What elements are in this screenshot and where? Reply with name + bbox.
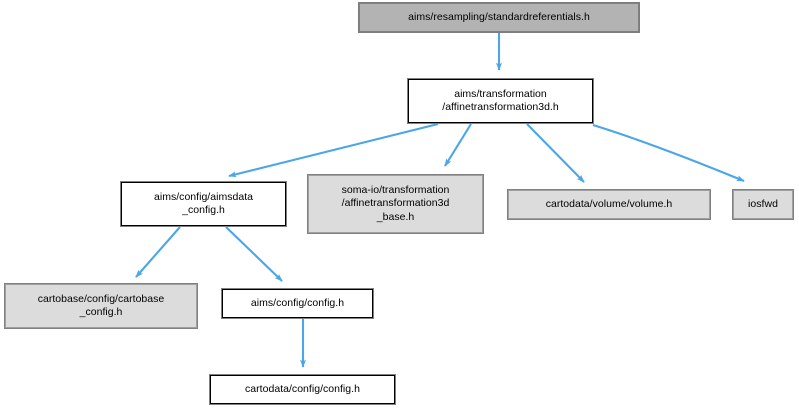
node-label: aims/config/aimsdata _config.h (153, 190, 254, 217)
node-label: cartodata/config/config.h (245, 382, 360, 395)
node-affinetransformation3d-base[interactable]: soma-io/transformation /affinetransforma… (307, 174, 484, 234)
node-cartodata-config[interactable]: cartodata/config/config.h (209, 374, 396, 405)
node-label: cartobase/config/cartobase _config.h (37, 292, 165, 319)
node-label: soma-io/transformation /affinetransforma… (341, 183, 450, 223)
edge-affinetransformation3d-to-affinetransformation3d-base (444, 123, 472, 167)
node-label: aims/resampling/standardreferentials.h (408, 10, 590, 23)
node-aimsdata-config[interactable]: aims/config/aimsdata _config.h (120, 181, 287, 227)
node-aims-config[interactable]: aims/config/config.h (221, 288, 374, 319)
node-cartobase-config[interactable]: cartobase/config/cartobase _config.h (4, 283, 198, 329)
node-label: aims/config/config.h (250, 296, 345, 309)
edge-aimsdata-config-to-aims-config (225, 226, 283, 282)
node-iosfwd[interactable]: iosfwd (732, 189, 794, 220)
node-label: cartodata/volume/volume.h (545, 197, 673, 210)
edge-affinetransformation3d-to-iosfwd (592, 123, 745, 182)
edge-affinetransformation3d-to-aimsdata-config (228, 122, 439, 178)
edge-affinetransformation3d-to-volume (526, 123, 585, 183)
node-standardreferentials[interactable]: aims/resampling/standardreferentials.h (358, 2, 640, 33)
node-label: iosfwd (748, 197, 778, 210)
edge-aimsdata-config-to-cartobase-config (135, 226, 181, 278)
node-label: aims/transformation /affinetransformatio… (442, 87, 559, 114)
node-cartodata-volume-volume[interactable]: cartodata/volume/volume.h (507, 189, 711, 220)
node-affinetransformation3d[interactable]: aims/transformation /affinetransformatio… (407, 78, 594, 124)
